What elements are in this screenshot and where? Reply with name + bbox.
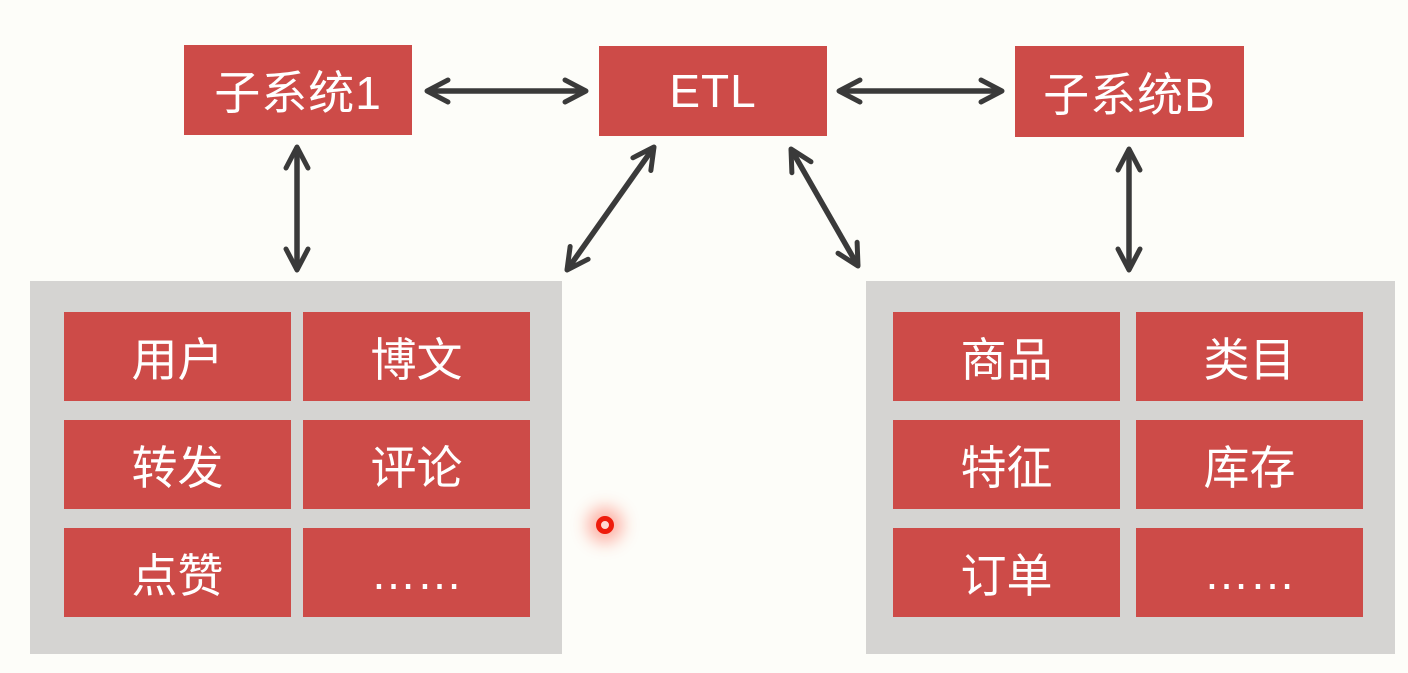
table-box-features: 特征 (893, 420, 1120, 509)
table-box-label: 订单 (960, 549, 1053, 602)
table-box-label: …… (370, 546, 463, 599)
table-box-label: 用户 (131, 333, 224, 386)
node-etl-label: ETL (669, 65, 757, 117)
table-box-categories: 类目 (1136, 312, 1363, 401)
table-box-likes: 点赞 (64, 528, 291, 617)
table-box-label: 点赞 (131, 549, 224, 602)
table-box-orders: 订单 (893, 528, 1120, 617)
table-box-label: 商品 (960, 333, 1053, 386)
node-etl: ETL (599, 46, 827, 136)
arrow-etl-righttables (788, 146, 861, 269)
table-box-label: 博文 (370, 333, 463, 386)
table-box-ellipsis-left: …… (303, 528, 530, 617)
table-box-users: 用户 (64, 312, 291, 401)
table-box-label: …… (1203, 546, 1296, 599)
table-box-label: 评论 (370, 441, 463, 494)
arrow-etl-lefttables (564, 144, 657, 273)
table-box-label: 转发 (131, 441, 224, 494)
right-table-group: 商品 类目 特征 库存 订单 …… (866, 281, 1395, 654)
node-subsystem-1: 子系统1 (184, 45, 412, 135)
laser-pointer-dot (596, 516, 614, 534)
node-subsystem-b-label: 子系统B (1043, 68, 1216, 121)
table-box-comments: 评论 (303, 420, 530, 509)
table-box-blogposts: 博文 (303, 312, 530, 401)
table-box-inventory: 库存 (1136, 420, 1363, 509)
left-table-group: 用户 博文 转发 评论 点赞 …… (30, 281, 562, 654)
node-subsystem-b: 子系统B (1015, 46, 1244, 137)
table-box-ellipsis-right: …… (1136, 528, 1363, 617)
table-box-label: 特征 (960, 441, 1053, 494)
table-box-label: 类目 (1203, 333, 1296, 386)
table-box-label: 库存 (1203, 441, 1296, 494)
table-box-reposts: 转发 (64, 420, 291, 509)
table-box-products: 商品 (893, 312, 1120, 401)
node-subsystem-1-label: 子系统1 (214, 67, 382, 119)
